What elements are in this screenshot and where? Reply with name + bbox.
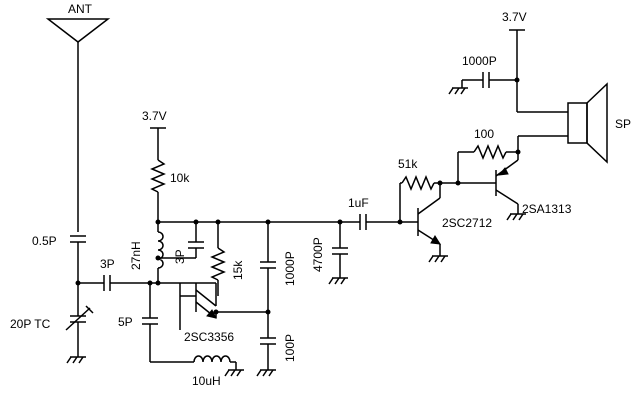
vcc-left: 3.7V (142, 109, 167, 160)
c-1000p-top-label: 1000P (462, 54, 497, 68)
c-0-5p-label: 0.5P (32, 234, 57, 248)
antenna-label: ANT (68, 2, 93, 16)
junction (155, 255, 161, 261)
transistor-q2: 2SC2712 (417, 183, 492, 256)
inductor-10uh: 10uH (150, 355, 237, 388)
speaker: SP (517, 82, 631, 164)
ground-symbol (66, 356, 86, 364)
ground-symbol (448, 87, 468, 95)
q2-label: 2SC2712 (442, 216, 492, 230)
c-3p-coupling-label: 3P (100, 257, 115, 271)
junction (147, 280, 153, 286)
speaker-label: SP (615, 117, 631, 131)
c-4700p-label: 4700P (311, 237, 325, 272)
l-10uh-label: 10uH (192, 374, 221, 388)
capacitor-1uf: 1uF (348, 196, 418, 230)
junction (213, 309, 219, 315)
c-5p-label: 5P (118, 315, 133, 329)
l-27nh-label: 27nH (129, 241, 143, 270)
ground-symbol (328, 277, 348, 285)
vcc-left-label: 3.7V (142, 109, 167, 123)
capacitor-1000p-top: 1000P (461, 54, 517, 88)
r-15k-label: 15k (231, 260, 245, 280)
ground-symbol (224, 369, 244, 377)
inductor-27nh: 27nH (129, 222, 164, 283)
resistor-10k: 10k (150, 159, 190, 222)
c-1000p-mid-label: 1000P (283, 251, 297, 286)
trimmer-capacitor-20p: 20P TC (10, 283, 94, 357)
ground-symbol (256, 369, 276, 377)
capacitor-1000p-mid: 1000P (260, 222, 297, 312)
resistor-51k: 51k (398, 157, 458, 222)
capacitor-3p-tank: 3P (158, 222, 204, 264)
c-1uf-label: 1uF (348, 196, 369, 210)
c-100p-label: 100P (283, 334, 297, 362)
transistor-q1: 2SC3356 (179, 283, 234, 344)
ground-symbol (428, 255, 448, 263)
transistor-q3: 2SA1313 (458, 136, 572, 216)
r-10k-label: 10k (170, 171, 190, 185)
capacitor-0-5p: 0.5P (32, 234, 86, 283)
vcc-right: 3.7V (502, 10, 527, 112)
capacitor-5p: 5P (118, 283, 158, 362)
capacitor-3p-coupling: 3P (78, 257, 180, 291)
junction (155, 280, 161, 286)
q3-label: 2SA1313 (522, 202, 572, 216)
q1-label: 2SC3356 (184, 330, 234, 344)
ground-symbol (506, 213, 526, 221)
c-3p-tank-label: 3P (173, 249, 187, 264)
resistor-100: 100 (457, 127, 518, 183)
capacitor-100p: 100P (260, 312, 297, 370)
antenna: ANT (45, 2, 111, 232)
resistor-15k: 15k (210, 222, 245, 296)
r-51k-label: 51k (398, 157, 418, 171)
capacitor-4700p: 4700P (311, 222, 348, 278)
vcc-right-label: 3.7V (502, 10, 527, 24)
c-20p-tc-label: 20P TC (10, 317, 51, 331)
r-100-label: 100 (474, 127, 494, 141)
